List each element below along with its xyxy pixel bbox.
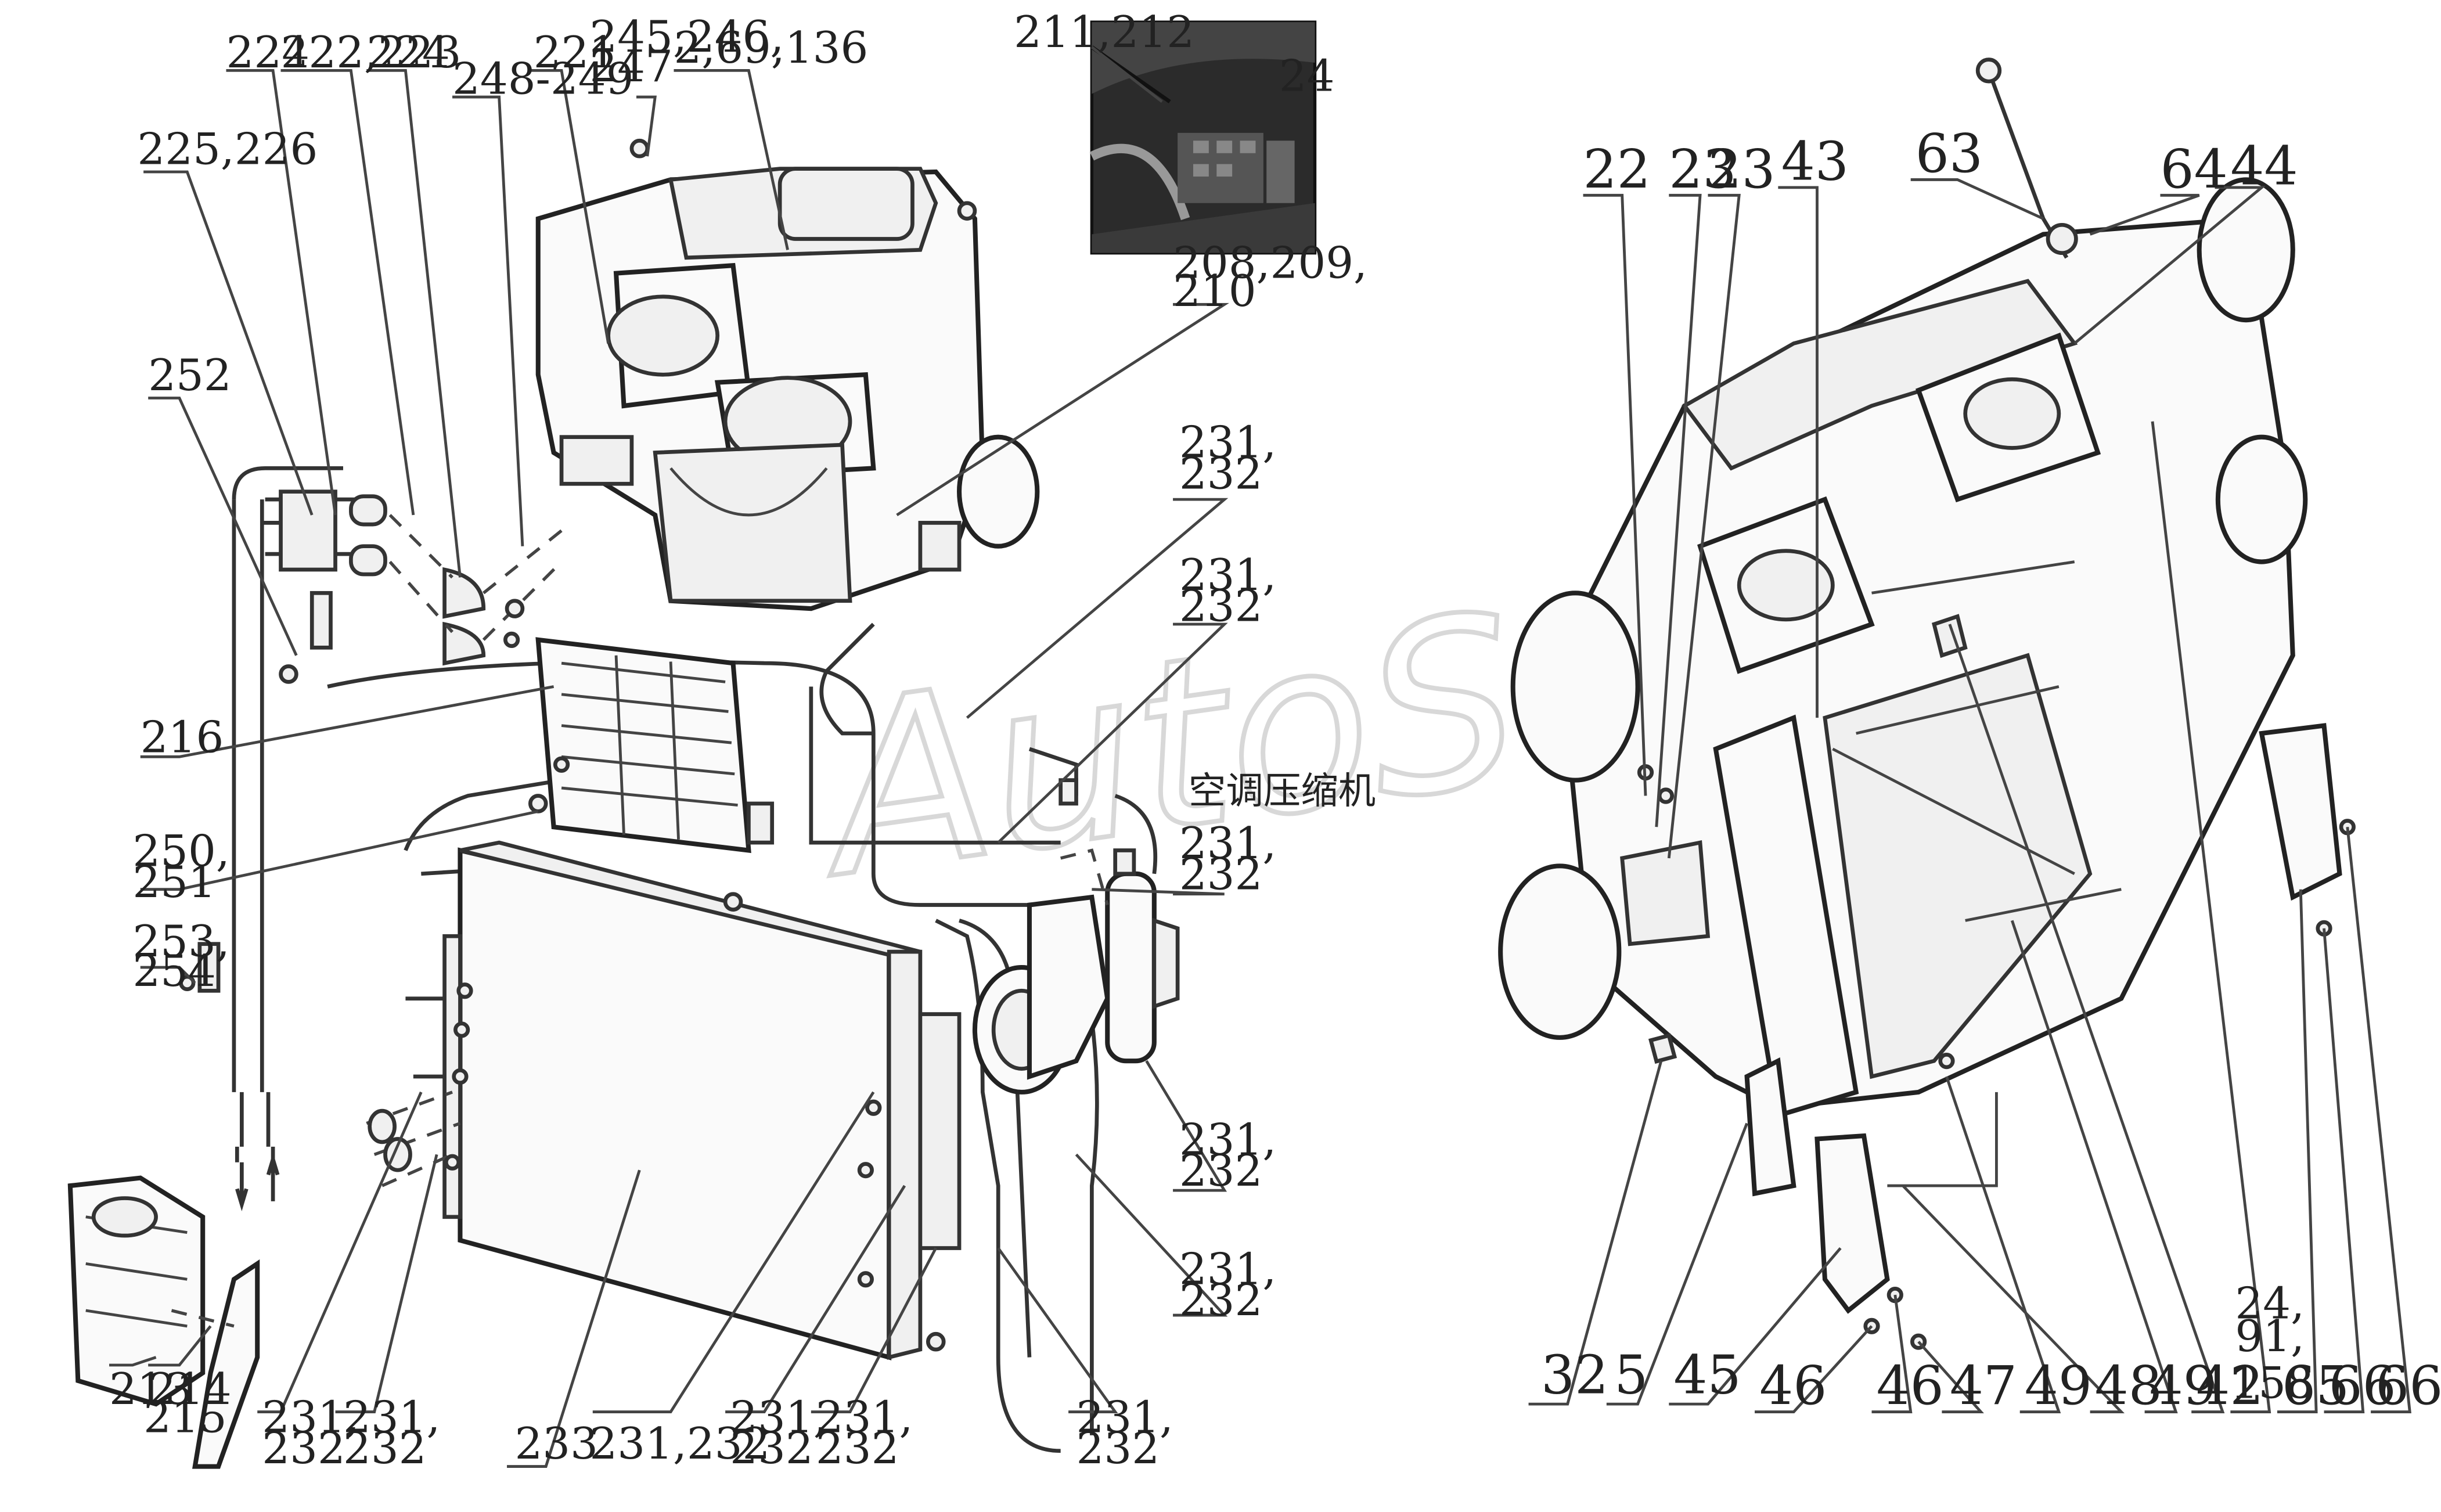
label-225-226: 225,226	[137, 124, 318, 175]
label-231-f1: 231,	[262, 1391, 359, 1442]
label-214: 214	[148, 1363, 232, 1414]
label-49-b: 49	[2150, 1355, 2217, 1417]
ac-compressor	[972, 778, 1180, 1095]
part-labels-left: 224 222,223 224 248-249 221 245,246, 247…	[109, 6, 1376, 1474]
label-224-b: 224	[366, 27, 450, 78]
fasteners-left	[179, 138, 977, 1352]
bottom-left-module	[67, 1175, 260, 1469]
label-231-e2: 232	[1179, 1275, 1263, 1326]
label-245-a: 245,246,	[589, 11, 784, 62]
label-46-a: 46	[1759, 1355, 1827, 1417]
label-45: 45	[1673, 1344, 1741, 1406]
label-211-212: 211,212	[1014, 6, 1194, 57]
refrigerant-lines	[327, 622, 1158, 1453]
label-48: 48	[2095, 1355, 2162, 1417]
label-252: 252	[148, 350, 232, 401]
label-65: 65	[2282, 1355, 2349, 1417]
label-215: 215	[143, 1391, 227, 1442]
label-231-e1: 231,	[1179, 1243, 1276, 1294]
label-250: 250,	[132, 825, 229, 876]
right-assembly: 22 23 23 43 63 64 44 32 5 45 46 46 47 49…	[1498, 57, 2441, 1417]
label-216: 216	[141, 711, 224, 762]
label-231-a1: 231,	[1179, 417, 1276, 468]
label-231-i2: 232	[730, 1423, 813, 1474]
label-64: 64	[2160, 138, 2227, 200]
label-231-i1: 231,	[730, 1391, 827, 1442]
label-221: 221	[534, 27, 617, 78]
label-224-a: 224	[226, 27, 310, 78]
label-231-a2: 232	[1179, 448, 1263, 499]
hvac-housing-right	[1498, 57, 2356, 1350]
label-22: 22	[1583, 138, 1651, 200]
condenser	[366, 840, 962, 1360]
label-231-b2: 232	[1179, 581, 1263, 632]
label-231-k2: 232	[1077, 1423, 1160, 1474]
leader-lines-right	[1528, 178, 2411, 1413]
label-231-d2: 232	[1179, 1145, 1263, 1196]
label-49-a: 49	[2025, 1355, 2092, 1417]
part-labels-right: 22 23 23 43 63 64 44 32 5 45 46 46 47 49…	[1541, 123, 2441, 1417]
label-231-j2: 232	[816, 1423, 899, 1474]
label-66-b: 66	[2375, 1355, 2441, 1417]
label-46-b: 46	[1877, 1355, 1944, 1417]
label-24-a: 24,	[2235, 1277, 2305, 1329]
label-248-249: 248-249	[452, 53, 633, 105]
left-assembly: 224 222,223 224 248-249 221 245,246, 247…	[67, 6, 1376, 1474]
label-5: 5	[1614, 1344, 1648, 1406]
evaporator-grille	[535, 637, 775, 854]
label-23-b: 23	[1708, 138, 1775, 200]
label-44: 44	[2230, 135, 2298, 197]
label-63: 63	[1916, 123, 1983, 185]
label-231-j1: 231,	[816, 1391, 913, 1442]
label-231-b1: 231,	[1179, 549, 1276, 600]
label-245-b: 247	[589, 41, 673, 92]
label-213: 213	[109, 1363, 193, 1414]
label-47: 47	[1950, 1355, 2017, 1417]
label-91: 91,	[2235, 1311, 2305, 1362]
label-231-d1: 231,	[1179, 1114, 1276, 1165]
label-253: 253,	[132, 916, 229, 967]
label-254: 254	[132, 945, 216, 996]
label-158: 158	[2230, 1357, 2314, 1408]
leader-lines-left	[109, 46, 1229, 1468]
label-251: 251	[132, 856, 216, 908]
hvac-housing-left	[535, 167, 1040, 611]
label-231-g1: 231,	[343, 1391, 440, 1442]
label-24-photo: 24	[1279, 50, 1335, 101]
label-222-223: 222,223	[281, 27, 462, 78]
label-231-c1: 231,	[1179, 818, 1276, 869]
label-42: 42	[2196, 1355, 2263, 1417]
label-231-f2: 232	[262, 1423, 345, 1474]
label-ac-compressor: 空调压缩机	[1189, 769, 1376, 813]
label-231-c2: 232	[1179, 849, 1263, 900]
heater-hoses	[197, 466, 563, 1211]
label-2-69-136: 2,69,136	[674, 22, 868, 73]
label-231-g2: 232	[343, 1423, 427, 1474]
label-233: 233	[514, 1418, 598, 1469]
label-66-a: 66	[2329, 1355, 2396, 1417]
label-231-232-h: 231,232	[589, 1418, 770, 1469]
label-208-b: 210	[1173, 265, 1256, 316]
label-208-a: 208,209,	[1173, 237, 1367, 289]
label-43: 43	[1781, 130, 1849, 192]
label-23-a: 23	[1669, 138, 1736, 200]
dashboard-photo	[1089, 20, 1317, 255]
label-32: 32	[1541, 1344, 1608, 1406]
label-231-k1: 231,	[1077, 1391, 1173, 1442]
